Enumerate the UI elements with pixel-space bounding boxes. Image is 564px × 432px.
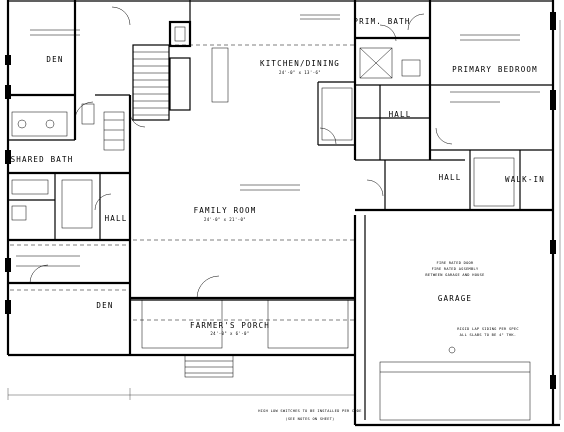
garage-area	[364, 215, 531, 421]
room-label-den-lower: DEN	[96, 301, 113, 310]
room-label-garage: GARAGE	[438, 294, 472, 303]
notes: 24'-0" x 21'-0" 24'-0" x 13'-6" 24'-0" x…	[204, 70, 519, 421]
room-label-primary-bedroom: PRIMARY BEDROOM	[452, 65, 538, 74]
kitchen-dims: 24'-0" x 13'-6"	[279, 70, 321, 75]
garage-note-1: FIRE RATED DOOR	[437, 261, 474, 265]
garage-note-5: ALL SLABS TO BE 4" THK.	[460, 333, 517, 337]
room-label-primary-bath: PRIM. BATH	[353, 17, 410, 26]
room-labels: DEN KITCHEN/DINING PRIM. BATH PRIMARY BE…	[11, 17, 545, 330]
garage-note-3: BETWEEN GARAGE AND HOUSE	[425, 273, 484, 277]
room-label-walk-in: WALK-IN	[505, 175, 545, 184]
room-label-family-room: FAMILY ROOM	[194, 206, 257, 215]
garage-note-2: FIRE RATED ASSEMBLY	[432, 267, 479, 271]
room-label-den-upper: DEN	[46, 55, 63, 64]
room-label-farmers-porch: FARMER'S PORCH	[190, 321, 270, 330]
kitchen-area	[133, 0, 357, 160]
left-wing	[8, 0, 132, 355]
bottom-note-1: HIGH LOW SWITCHES TO BE INSTALLED PER CO…	[258, 409, 361, 413]
dimension-lines	[7, 0, 561, 420]
room-label-hall-right: HALL	[439, 173, 462, 182]
cad-annotations	[16, 14, 540, 267]
room-label-hall-left: HALL	[105, 214, 128, 223]
family-room-dims: 24'-0" x 21'-0"	[204, 217, 246, 222]
living-area	[130, 239, 355, 378]
porch-dims: 24'-0" x 6'-0"	[210, 331, 249, 336]
bottom-note-2: (SEE NOTES ON SHEET)	[285, 417, 334, 421]
room-label-hall-center: HALL	[389, 110, 412, 119]
primary-suite	[355, 0, 553, 212]
room-label-kitchen: KITCHEN/DINING	[260, 59, 340, 68]
window-markers	[5, 12, 556, 389]
doors	[29, 6, 453, 299]
garage-note-4: RIGID LAP SIDING PER SPEC	[457, 327, 519, 331]
room-label-shared-bath: SHARED BATH	[11, 155, 74, 164]
